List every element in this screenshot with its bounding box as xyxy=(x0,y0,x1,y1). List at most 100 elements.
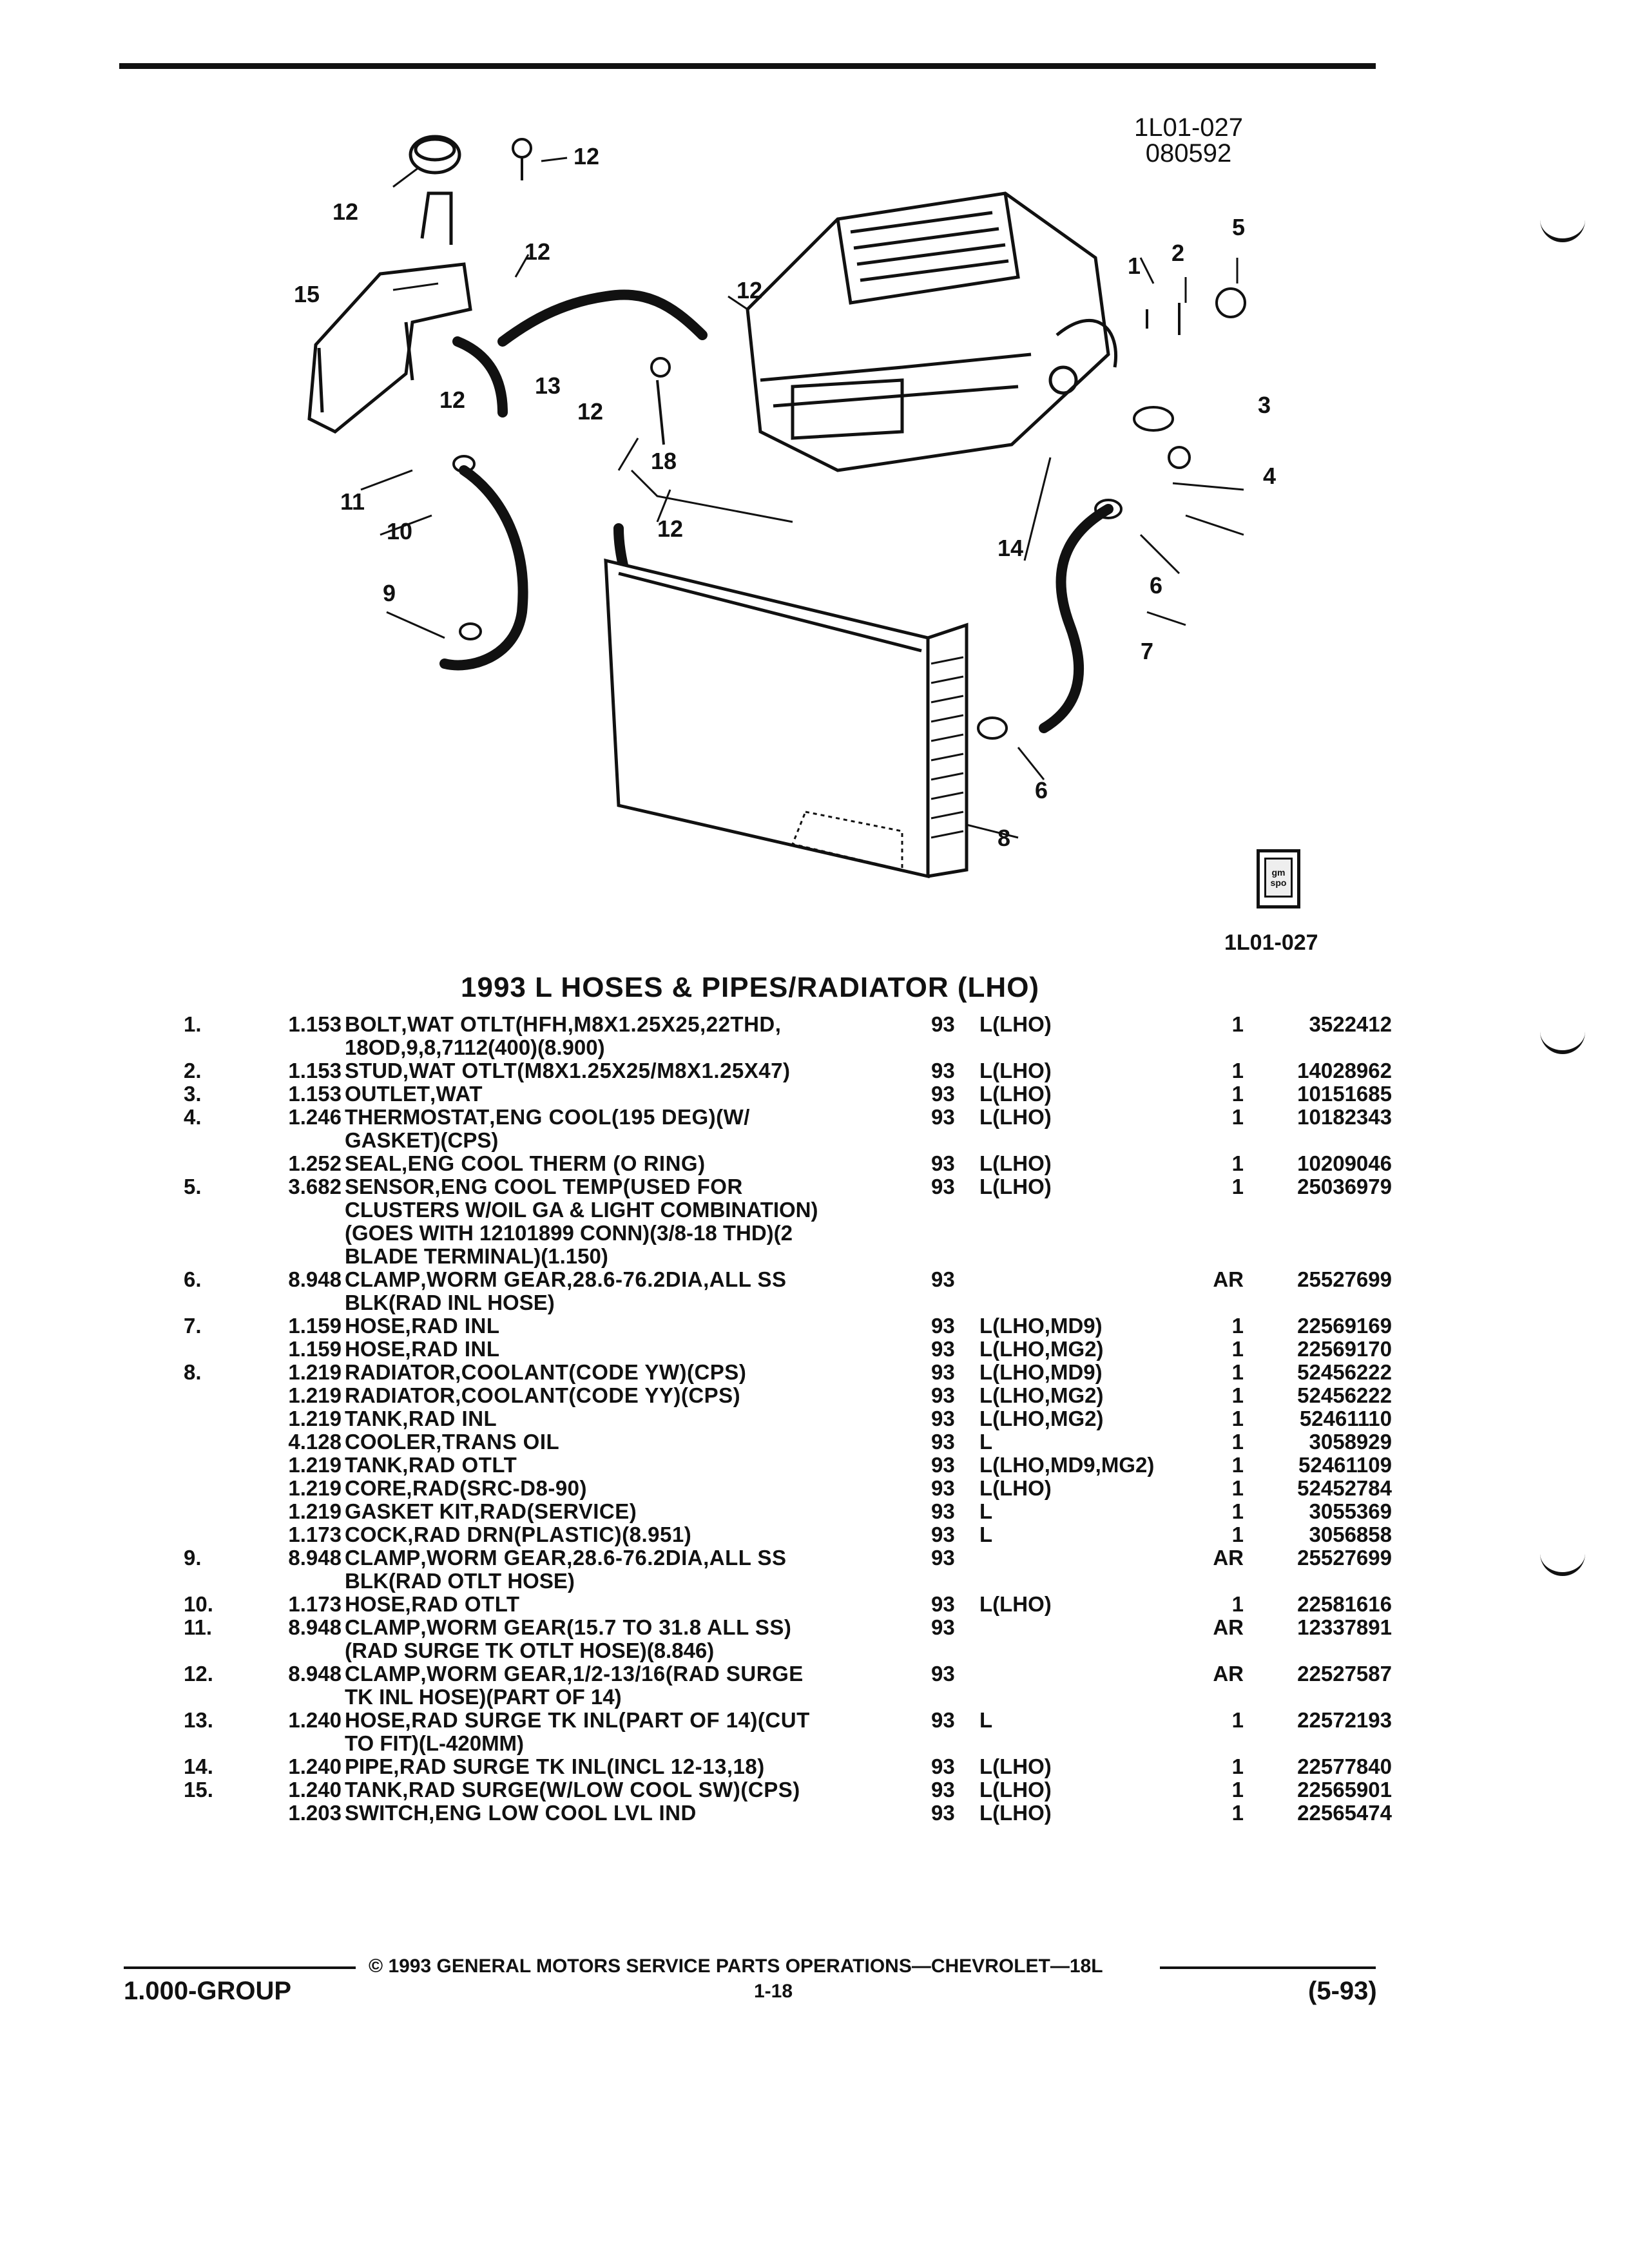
quantity: 1 xyxy=(1231,1384,1244,1407)
part-number: 22565901 xyxy=(1297,1778,1392,1802)
parts-row-continuation: CLUSTERS W/OIL GA & LIGHT COMBINATION) xyxy=(0,1198,1629,1222)
part-name: SWITCH xyxy=(345,1802,429,1825)
gm-spo-logo: gm spo xyxy=(1257,849,1300,908)
parts-row-continuation: GASKET)(CPS) xyxy=(0,1129,1629,1152)
quantity: 1 xyxy=(1231,1454,1244,1477)
callout-12-c: 12 xyxy=(439,387,466,413)
item-number: 4. xyxy=(184,1106,202,1129)
item-number: 15. xyxy=(184,1778,213,1802)
quantity: AR xyxy=(1213,1268,1244,1291)
callout-6-b: 6 xyxy=(1035,777,1048,803)
callout-12-b: 12 xyxy=(737,277,763,303)
group-number: 1.173 xyxy=(288,1593,342,1616)
parts-row-continuation: TO FIT)(L-420MM) xyxy=(0,1732,1629,1755)
callout-12-d: 12 xyxy=(577,398,604,425)
application: L(LHO) xyxy=(979,1778,1052,1802)
part-number: 3056858 xyxy=(1309,1523,1392,1546)
part-description: BOLT,WAT OTLT(HFH,M8X1.25X25,22THD, xyxy=(345,1013,912,1036)
part-description-continued: TO FIT)(L-420MM) xyxy=(345,1732,525,1755)
quantity: 1 xyxy=(1231,1338,1244,1361)
part-detail: ,COOLANT(CODE YY)(CPS) xyxy=(455,1384,741,1407)
callout-11: 11 xyxy=(340,488,365,515)
part-detail: ,ENG COOL THERM (O RING) xyxy=(401,1152,706,1175)
model-year: 93 xyxy=(931,1477,955,1500)
part-name: GASKET KIT xyxy=(345,1500,474,1523)
part-number: 52456222 xyxy=(1297,1384,1392,1407)
top-rule xyxy=(119,63,1376,69)
part-number: 22572193 xyxy=(1297,1709,1392,1732)
quantity: 1 xyxy=(1231,1523,1244,1546)
part-detail: ,RAD INL xyxy=(405,1338,500,1361)
part-number: 22581616 xyxy=(1297,1593,1392,1616)
group-number: 8.948 xyxy=(288,1546,342,1570)
part-name: HOSE xyxy=(345,1314,405,1338)
footer-date: (5-93) xyxy=(1308,1977,1377,2005)
part-number: 10182343 xyxy=(1297,1106,1392,1129)
model-year: 93 xyxy=(931,1361,955,1384)
part-detail: ,WAT OTLT(M8X1.25X25/M8X1.25X47) xyxy=(402,1059,791,1082)
model-year: 93 xyxy=(931,1082,955,1106)
callout-6-a: 6 xyxy=(1150,572,1163,599)
model-year: 93 xyxy=(931,1152,955,1175)
part-description: COCK,RAD DRN(PLASTIC)(8.951) xyxy=(345,1523,912,1546)
application: L xyxy=(979,1500,993,1523)
part-number: 52452784 xyxy=(1297,1477,1392,1500)
quantity: 1 xyxy=(1231,1361,1244,1384)
parts-row-continuation: BLADE TERMINAL)(1.150) xyxy=(0,1245,1629,1268)
quantity: 1 xyxy=(1231,1477,1244,1500)
model-year: 93 xyxy=(931,1454,955,1477)
part-detail: ,RAD SURGE TK INL(INCL 12-13,18) xyxy=(393,1755,765,1778)
callout-8: 8 xyxy=(998,825,1011,851)
part-detail: ,WORM GEAR,28.6-76.2DIA,ALL SS xyxy=(420,1546,787,1570)
part-name: OUTLET xyxy=(345,1082,430,1106)
part-description: COOLER,TRANS OIL xyxy=(345,1430,912,1454)
group-number: 1.219 xyxy=(288,1407,342,1430)
part-description: PIPE,RAD SURGE TK INL(INCL 12-13,18) xyxy=(345,1755,912,1778)
item-number: 6. xyxy=(184,1268,202,1291)
section-title: 1993 L HOSES & PIPES/RADIATOR (LHO) xyxy=(461,972,1040,1003)
model-year: 93 xyxy=(931,1546,955,1570)
figure-caption-id: 1L01-027 xyxy=(1224,930,1318,955)
application: L(LHO,MD9) xyxy=(979,1361,1103,1384)
group-number: 1.153 xyxy=(288,1059,342,1082)
part-detail: ,WAT xyxy=(429,1082,483,1106)
application: L(LHO) xyxy=(979,1106,1052,1129)
application: L(LHO) xyxy=(979,1755,1052,1778)
parts-row-continuation: TK INL HOSE)(PART OF 14) xyxy=(0,1686,1629,1709)
engine-drawing xyxy=(746,191,1117,472)
model-year: 93 xyxy=(931,1709,955,1732)
part-description-continued: BLK(RAD INL HOSE) xyxy=(345,1291,555,1314)
part-description: CLAMP,WORM GEAR(15.7 TO 31.8 ALL SS) xyxy=(345,1616,912,1639)
footer-page-number: 1-18 xyxy=(754,1981,793,2002)
parts-row-continuation: BLK(RAD OTLT HOSE) xyxy=(0,1570,1629,1593)
model-year: 93 xyxy=(931,1314,955,1338)
part-name: TANK xyxy=(345,1407,403,1430)
group-number: 3.682 xyxy=(288,1175,342,1198)
part-description: OUTLET,WAT xyxy=(345,1082,912,1106)
surge-tank-drawing xyxy=(307,135,472,434)
quantity: 1 xyxy=(1231,1500,1244,1523)
part-number: 22569169 xyxy=(1297,1314,1392,1338)
part-description: RADIATOR,COOLANT(CODE YW)(CPS) xyxy=(345,1361,912,1384)
part-description: CORE,RAD(SRC-D8-90) xyxy=(345,1477,912,1500)
group-number: 1.252 xyxy=(288,1152,342,1175)
quantity: 1 xyxy=(1231,1082,1244,1106)
group-number: 1.219 xyxy=(288,1477,342,1500)
application: L(LHO,MG2) xyxy=(979,1338,1104,1361)
part-description-continued: BLADE TERMINAL)(1.150) xyxy=(345,1245,608,1268)
application: L(LHO) xyxy=(979,1059,1052,1082)
part-detail: ,ENG LOW COOL LVL IND xyxy=(429,1802,697,1825)
part-detail: ,RAD SURGE(W/LOW COOL SW)(CPS) xyxy=(402,1778,800,1802)
part-number: 10151685 xyxy=(1297,1082,1392,1106)
edge-mark xyxy=(1540,1553,1585,1576)
part-number: 52461109 xyxy=(1298,1454,1392,1477)
part-description: RADIATOR,COOLANT(CODE YY)(CPS) xyxy=(345,1384,912,1407)
part-description: HOSE,RAD SURGE TK INL(PART OF 14)(CUT xyxy=(345,1709,912,1732)
